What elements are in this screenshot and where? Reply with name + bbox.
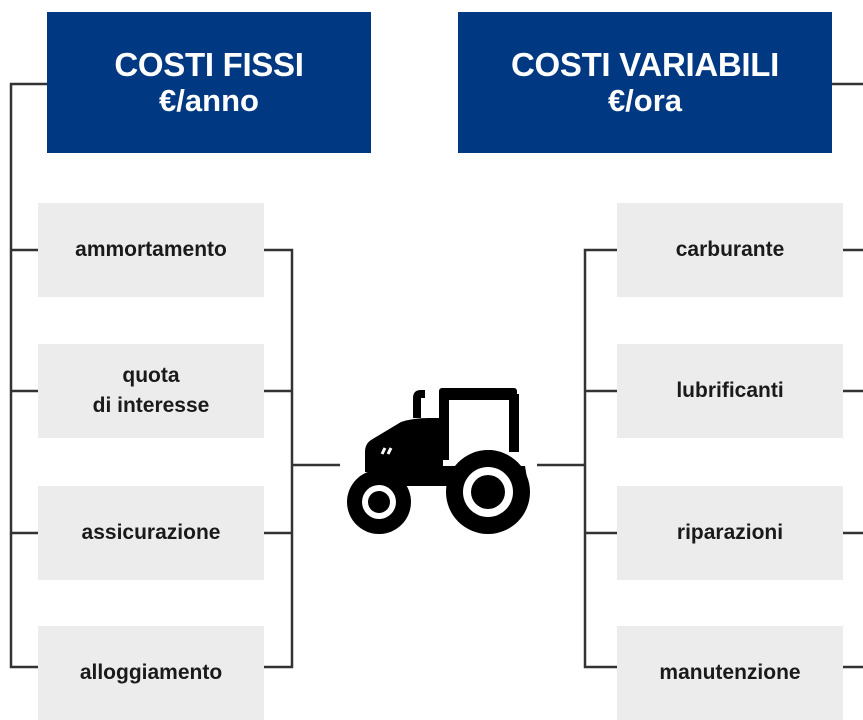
fixed-outer-bracket bbox=[9, 82, 47, 669]
fixed-cost-item: quota di interesse bbox=[38, 344, 264, 438]
fixed-costs-unit: €/anno bbox=[159, 82, 259, 118]
fixed-cost-item: ammortamento bbox=[38, 203, 264, 297]
fixed-cost-item: alloggiamento bbox=[38, 626, 264, 720]
fixed-inner-bracket bbox=[264, 248, 294, 669]
tractor-icon bbox=[347, 388, 530, 534]
fixed-costs-header: COSTI FISSI €/anno bbox=[47, 12, 371, 153]
fixed-cost-item: assicurazione bbox=[38, 486, 264, 580]
variable-cost-item: lubrificanti bbox=[617, 344, 843, 438]
variable-costs-title: COSTI VARIABILI bbox=[510, 45, 780, 83]
variable-costs-unit: €/ora bbox=[607, 82, 683, 118]
variable-cost-item: riparazioni bbox=[617, 486, 843, 580]
fixed-costs-title: COSTI FISSI bbox=[114, 45, 304, 83]
variable-cost-item: carburante bbox=[617, 203, 843, 297]
variable-costs-header: COSTI VARIABILI €/ora bbox=[458, 12, 832, 153]
variable-cost-item: manutenzione bbox=[617, 626, 843, 720]
variable-inner-bracket bbox=[583, 248, 617, 669]
